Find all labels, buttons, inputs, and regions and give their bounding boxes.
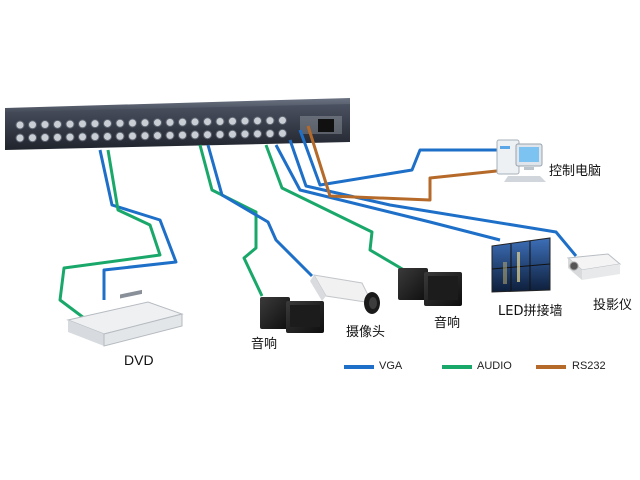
bnc-port bbox=[115, 131, 125, 141]
bnc-port bbox=[128, 131, 137, 141]
label-computer: 控制电脑 bbox=[549, 164, 602, 179]
bnc-port bbox=[265, 129, 275, 139]
bnc-port bbox=[90, 132, 100, 142]
label-speaker-left: 音响 bbox=[251, 337, 278, 352]
rs232-cable-computer bbox=[306, 125, 507, 202]
power-socket-icon bbox=[318, 119, 334, 132]
legend-swatch-vga bbox=[344, 365, 374, 369]
bnc-port bbox=[215, 116, 225, 126]
bnc-port bbox=[78, 132, 87, 142]
bnc-port bbox=[190, 130, 200, 140]
bnc-port bbox=[28, 120, 37, 130]
audio-cable-speaker-left bbox=[198, 144, 264, 297]
vga-cable-camera bbox=[206, 144, 314, 278]
speaker-right-icon bbox=[398, 268, 462, 306]
matrix-switcher bbox=[5, 98, 350, 150]
bnc-port bbox=[240, 116, 250, 126]
bnc-port bbox=[153, 131, 162, 141]
bnc-port bbox=[278, 128, 287, 138]
vga-cable-projector bbox=[288, 139, 578, 257]
bnc-port bbox=[40, 120, 50, 130]
bnc-port bbox=[115, 118, 125, 128]
bnc-port bbox=[15, 133, 25, 143]
legend-swatch-rs232 bbox=[536, 365, 566, 369]
label-dvd: DVD bbox=[124, 352, 154, 368]
bnc-port bbox=[65, 119, 75, 129]
audio-cable-speaker-right bbox=[264, 144, 405, 272]
dvd-player-icon bbox=[66, 289, 184, 347]
bnc-port bbox=[228, 129, 237, 139]
label-camera: 摄像头 bbox=[346, 325, 386, 340]
bnc-port bbox=[140, 118, 150, 128]
bnc-port bbox=[278, 115, 287, 125]
bnc-port bbox=[15, 120, 25, 130]
bnc-port bbox=[78, 119, 87, 129]
bnc-port-row bbox=[15, 115, 287, 143]
bnc-port bbox=[103, 131, 112, 141]
label-speaker-right: 音响 bbox=[434, 316, 461, 331]
bnc-port bbox=[240, 129, 250, 139]
legend-label-vga: VGA bbox=[379, 360, 403, 372]
speaker-left-icon bbox=[260, 297, 324, 333]
bnc-port bbox=[228, 116, 237, 126]
bnc-port bbox=[40, 133, 50, 143]
legend-swatch-audio bbox=[442, 365, 472, 369]
vga-cable-computer bbox=[298, 129, 502, 187]
bnc-port bbox=[90, 119, 100, 129]
computer-icon bbox=[496, 139, 546, 182]
bnc-port bbox=[165, 117, 175, 127]
bnc-port bbox=[165, 130, 175, 140]
bnc-port bbox=[178, 117, 187, 127]
bnc-port bbox=[153, 118, 162, 128]
legend bbox=[344, 365, 566, 369]
bnc-port bbox=[53, 119, 62, 129]
bnc-port bbox=[253, 116, 262, 126]
bnc-port bbox=[28, 133, 37, 143]
legend-label-audio: AUDIO bbox=[477, 360, 512, 372]
bnc-port bbox=[190, 117, 200, 127]
vga-cable-dvd bbox=[98, 149, 178, 300]
cable-layer bbox=[58, 125, 578, 320]
bnc-port bbox=[203, 130, 212, 140]
legend-label-rs232: RS232 bbox=[572, 360, 606, 372]
bnc-port bbox=[103, 118, 112, 128]
vga-cable-led-wall bbox=[274, 144, 501, 242]
bnc-port bbox=[53, 132, 62, 142]
bnc-port bbox=[65, 132, 75, 142]
projector-icon bbox=[566, 253, 622, 280]
camera-icon bbox=[310, 274, 380, 314]
audio-cable-dvd bbox=[58, 149, 162, 320]
label-projector: 投影仪 bbox=[593, 298, 633, 313]
bnc-port bbox=[215, 129, 225, 139]
led-wall-icon bbox=[491, 237, 551, 293]
label-led-wall: LED拼接墙 bbox=[498, 304, 563, 319]
bnc-port bbox=[128, 118, 137, 128]
bnc-port bbox=[178, 130, 187, 140]
bnc-port bbox=[140, 131, 150, 141]
bnc-port bbox=[203, 117, 212, 127]
bnc-port bbox=[265, 116, 275, 126]
bnc-port bbox=[253, 129, 262, 139]
